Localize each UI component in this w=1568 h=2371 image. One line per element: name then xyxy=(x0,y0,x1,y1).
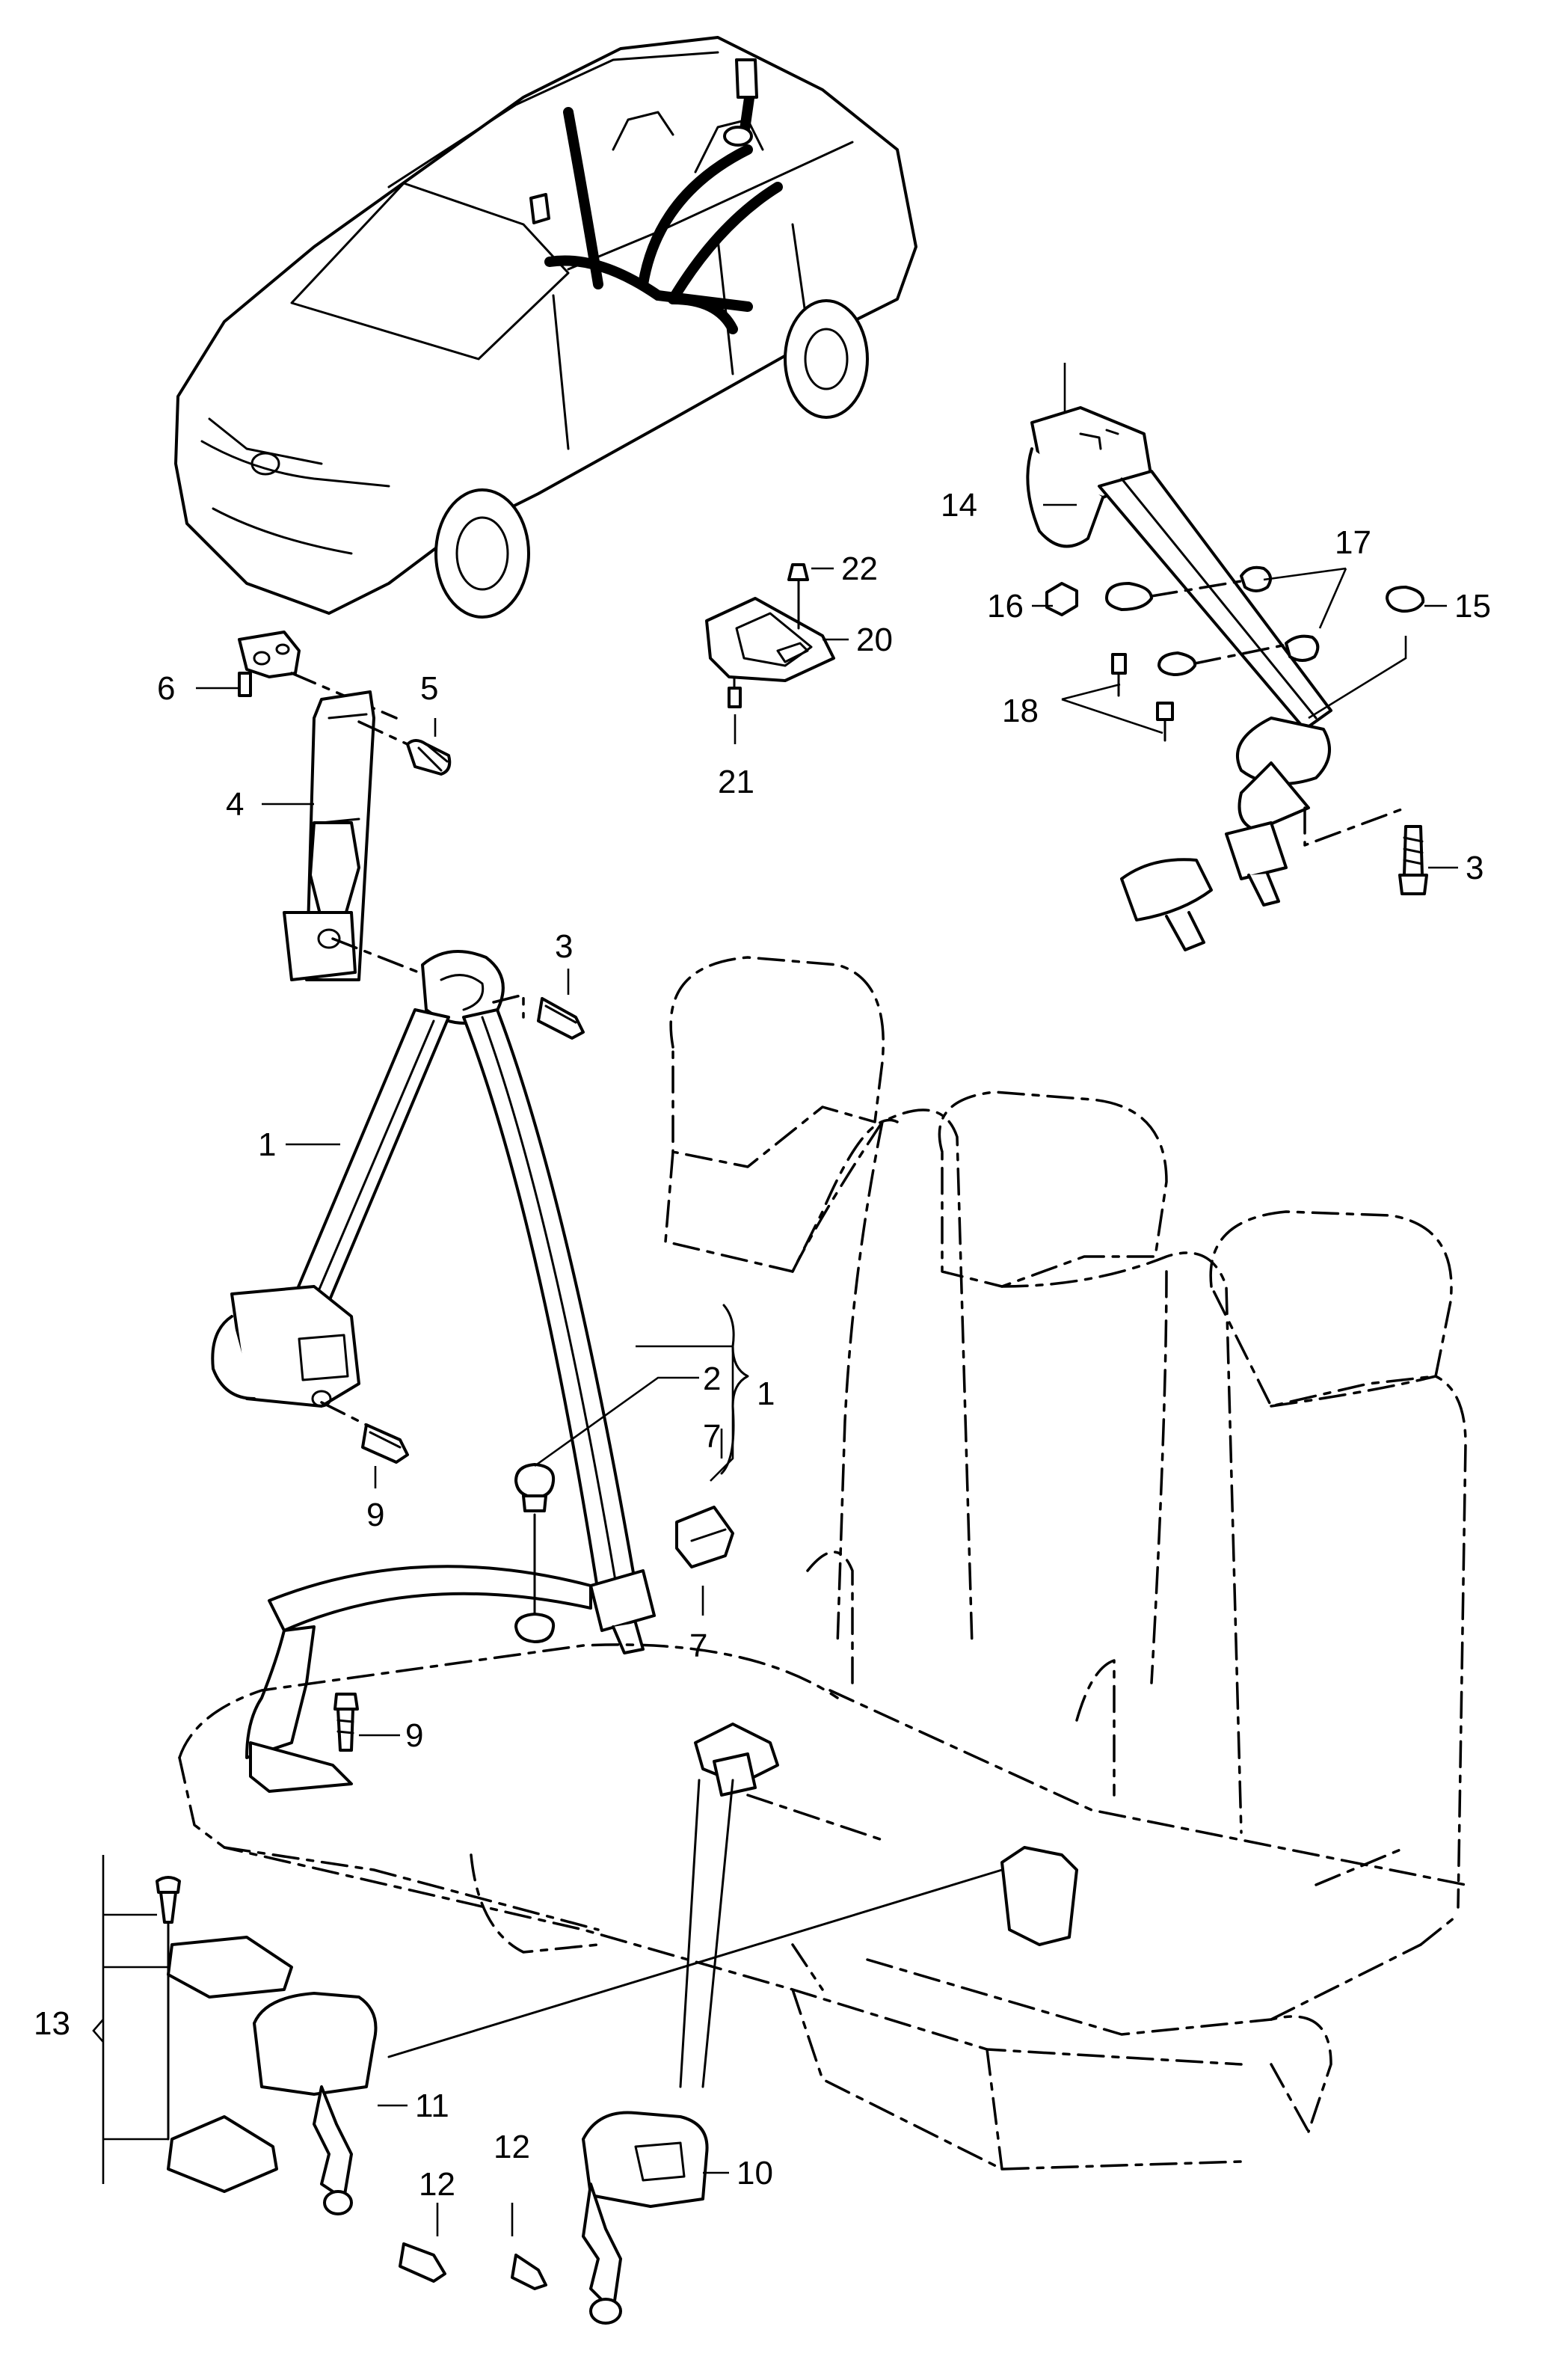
callout-9-upper: 9 xyxy=(366,1497,384,1533)
callout-labels: 14 17 16 15 18 3 22 20 21 6 5 4 3 1 2 1 … xyxy=(34,487,1491,2203)
callout-15: 15 xyxy=(1454,588,1491,625)
callout-5: 5 xyxy=(420,670,438,707)
roof-trim-assembly xyxy=(705,563,835,708)
group-brace xyxy=(720,1304,749,1475)
callout-1-group: 1 xyxy=(757,1375,775,1412)
center-belt-and-buckles xyxy=(156,1723,1078,2325)
callout-18: 18 xyxy=(1002,693,1039,729)
callout-12-left: 12 xyxy=(419,2166,455,2203)
callout-17: 17 xyxy=(1335,524,1371,561)
belt-with-retractor xyxy=(211,950,734,1793)
callout-3-rear: 3 xyxy=(1466,850,1484,886)
rear-belt-assembly xyxy=(1026,363,1428,951)
callout-11: 11 xyxy=(415,2088,449,2124)
callout-6: 6 xyxy=(157,670,175,707)
height-adjuster xyxy=(238,631,452,981)
rear-seats-outline xyxy=(178,956,1467,2171)
callout-22: 22 xyxy=(841,550,878,587)
bolt-5 xyxy=(357,720,409,746)
bolt-3-upper xyxy=(492,993,585,1040)
callout-12-right: 12 xyxy=(494,2129,530,2165)
callout-14: 14 xyxy=(941,487,977,524)
callout-16: 16 xyxy=(987,588,1024,625)
callout-7: 7 xyxy=(689,1628,707,1664)
callout-9-lower: 9 xyxy=(405,1717,423,1754)
bolt-9-lower xyxy=(333,1693,359,1752)
callout-10: 10 xyxy=(737,2155,773,2191)
callout-7-group: 7 xyxy=(703,1418,721,1455)
callout-4: 4 xyxy=(226,786,244,823)
callout-leaders xyxy=(92,503,1458,2236)
car-overview xyxy=(174,36,917,619)
callout-20: 20 xyxy=(856,622,893,658)
callout-21: 21 xyxy=(718,764,754,800)
callout-2: 2 xyxy=(703,1361,721,1397)
bolt-9-upper xyxy=(320,1401,409,1464)
callout-3-front: 3 xyxy=(555,928,573,965)
callout-1: 1 xyxy=(258,1126,276,1163)
callout-13: 13 xyxy=(34,2005,70,2042)
